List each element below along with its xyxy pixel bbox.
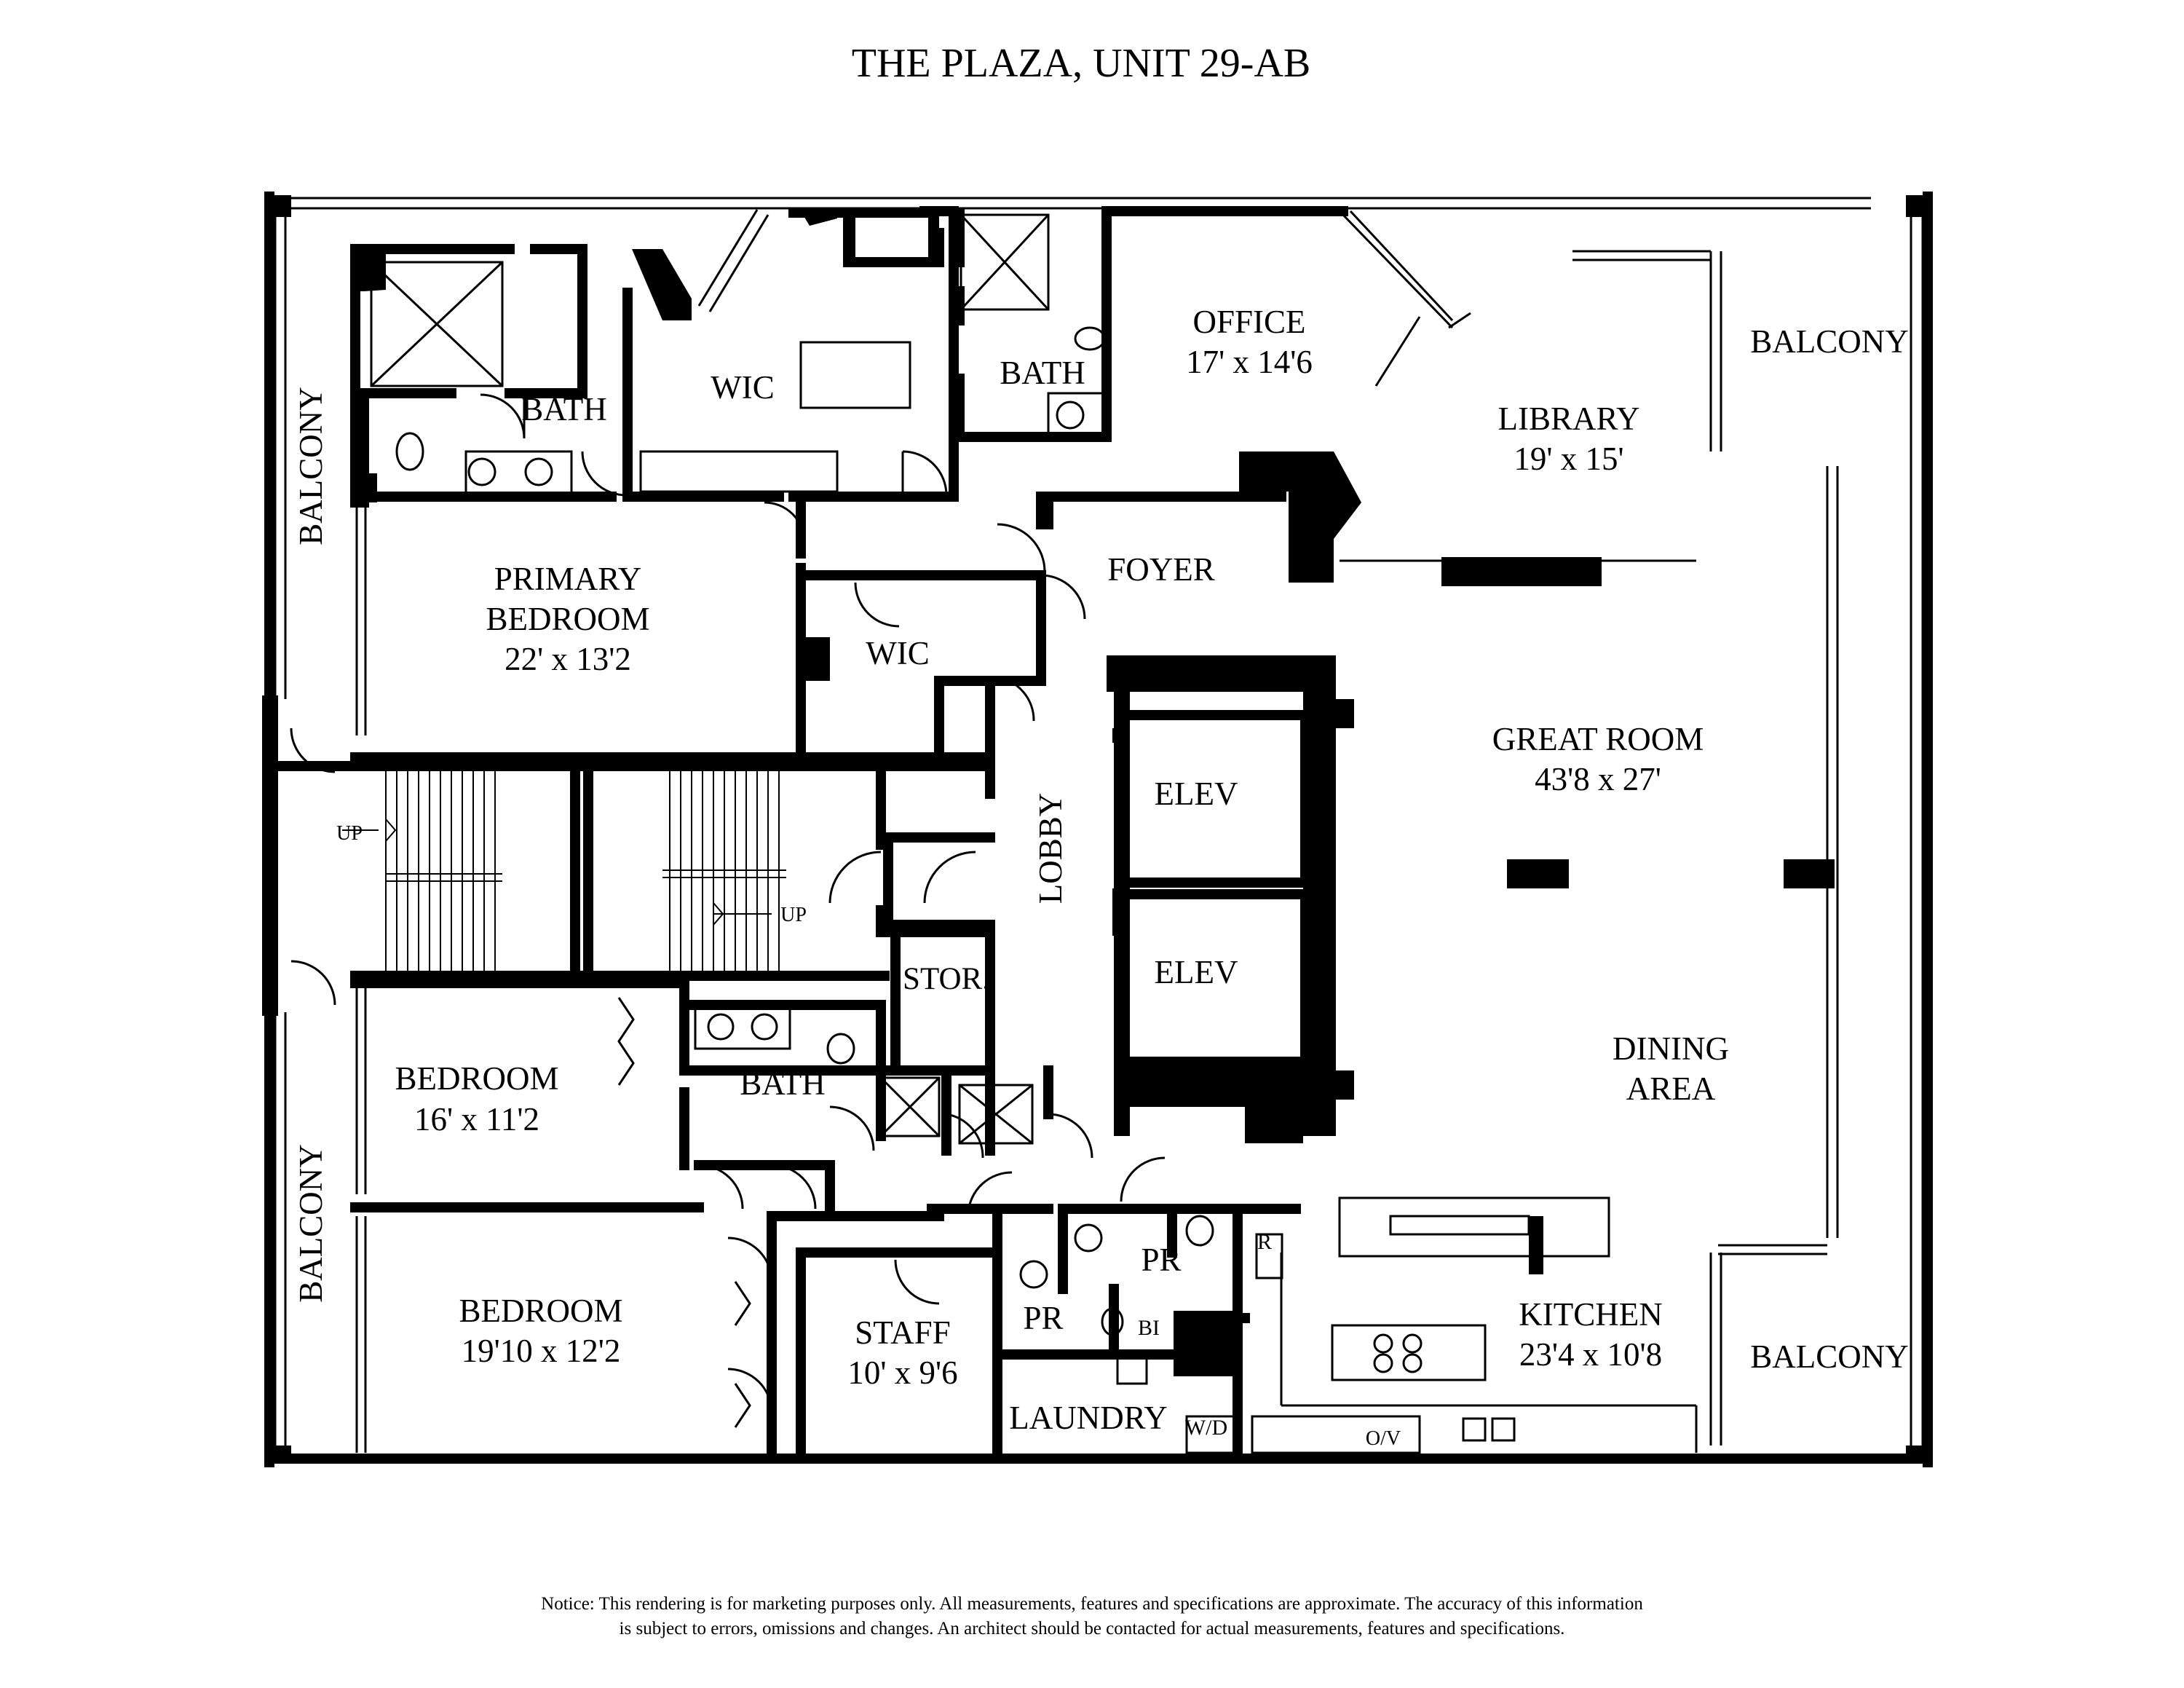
stairs xyxy=(342,765,786,976)
stair-up-label-1: UP xyxy=(336,822,363,845)
powder-room-2-label: PR xyxy=(1023,1300,1063,1336)
oven-label: O/V xyxy=(1366,1427,1401,1450)
door-swings xyxy=(290,209,1471,1428)
great-room-name: GREAT ROOM xyxy=(1492,721,1704,757)
elevator-2-label: ELEV xyxy=(1155,954,1238,990)
wic-2-label: WIC xyxy=(866,635,929,671)
primary-bedroom-line2: BEDROOM xyxy=(486,601,649,637)
office-name: OFFICE xyxy=(1192,304,1305,340)
stair-up-label-2: UP xyxy=(780,904,807,926)
elevator-cabs xyxy=(1120,710,1310,1067)
walls xyxy=(264,192,1933,1467)
balcony-south-east-label: BALCONY xyxy=(1750,1338,1909,1375)
great-room-dims: 43'8 x 27' xyxy=(1535,761,1661,797)
bedroom-3-name: BEDROOM xyxy=(459,1293,622,1329)
staff-dims: 10' x 9'6 xyxy=(847,1354,957,1391)
fixtures xyxy=(370,213,1698,1454)
notice-line-1: Notice: This rendering is for marketing … xyxy=(541,1594,1643,1614)
bedroom-2-name: BEDROOM xyxy=(395,1060,558,1097)
shared-bath-label: BATH xyxy=(740,1065,826,1102)
laundry-label: LAUNDRY xyxy=(1009,1400,1168,1436)
primary-bath-label: BATH xyxy=(521,391,607,427)
balcony-west-lower-label: BALCONY xyxy=(293,1144,329,1303)
balcony-north-east-label: BALCONY xyxy=(1750,323,1909,360)
bedroom-3-dims: 19'10 x 12'2 xyxy=(462,1333,621,1369)
bedroom-2-dims: 16' x 11'2 xyxy=(414,1101,539,1137)
primary-bedroom-line1: PRIMARY xyxy=(494,561,642,597)
primary-wic-label: WIC xyxy=(711,369,774,406)
staff-name: STAFF xyxy=(855,1314,950,1351)
disclaimer-notice: Notice: This rendering is for marketing … xyxy=(0,1592,2184,1641)
built-in-label: BI xyxy=(1138,1316,1160,1340)
primary-bedroom-dims: 22' x 13'2 xyxy=(505,641,631,677)
dining-area-line2: AREA xyxy=(1626,1070,1716,1107)
foyer-label: FOYER xyxy=(1107,551,1215,588)
library-dims: 19' x 15' xyxy=(1514,441,1623,477)
powder-room-1-label: PR xyxy=(1141,1242,1181,1278)
room-labels: OFFICE 17' x 14'6 LIBRARY 19' x 15' PRIM… xyxy=(336,304,1909,1450)
kitchen-name: KITCHEN xyxy=(1519,1296,1662,1333)
library-name: LIBRARY xyxy=(1497,401,1639,437)
balcony-west-upper-label: BALCONY xyxy=(293,387,329,545)
refrigerator-label: R xyxy=(1257,1230,1272,1254)
lobby-label: LOBBY xyxy=(1032,793,1069,904)
storage-label: STOR. xyxy=(903,962,990,996)
window-lines xyxy=(274,197,1924,1453)
office-bath-label: BATH xyxy=(1000,355,1085,391)
elevator-1-label: ELEV xyxy=(1155,776,1238,812)
office-dims: 17' x 14'6 xyxy=(1186,344,1313,380)
structural-columns xyxy=(262,195,1929,1464)
kitchen-dims: 23'4 x 10'8 xyxy=(1519,1336,1662,1373)
notice-line-2: is subject to errors, omissions and chan… xyxy=(619,1619,1565,1638)
washer-dryer-label: W/D xyxy=(1185,1416,1227,1440)
dining-area-line1: DINING xyxy=(1613,1030,1729,1067)
plan-title: THE PLAZA, UNIT 29-AB xyxy=(851,41,1311,86)
plumbing-fixtures xyxy=(395,326,1516,1442)
